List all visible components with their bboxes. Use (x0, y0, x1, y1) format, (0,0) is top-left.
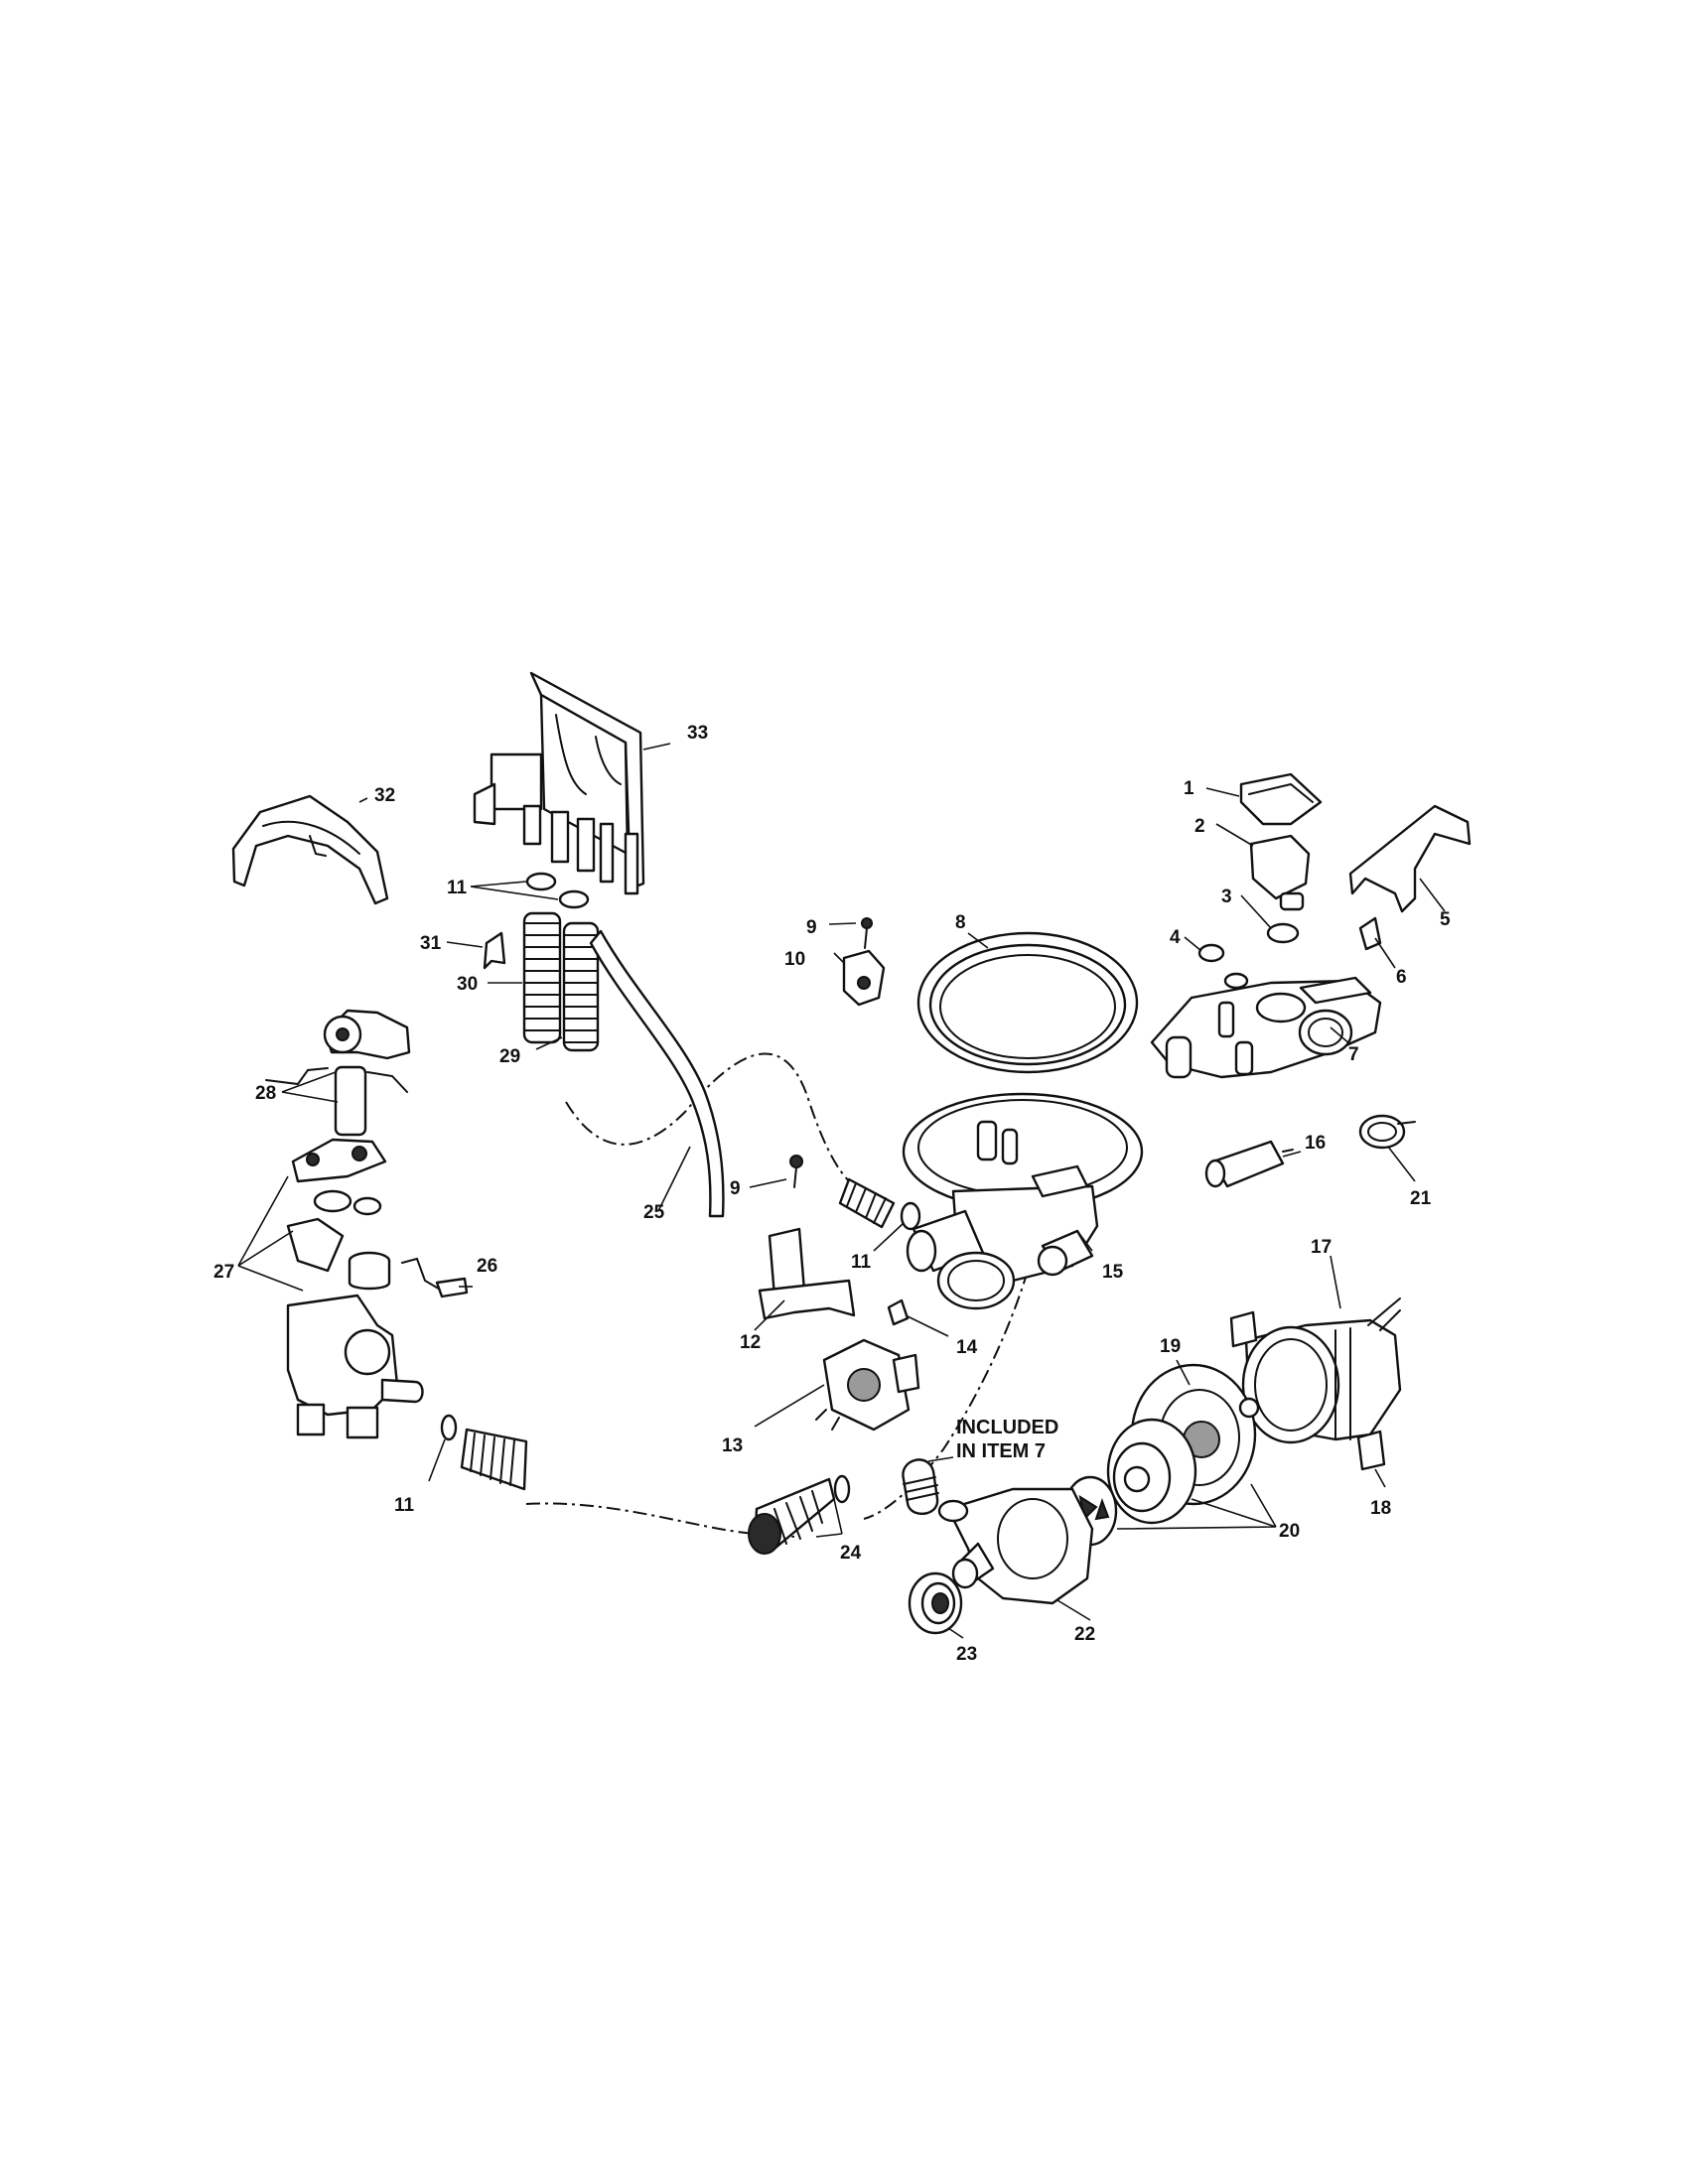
part-22-pump-volute (937, 1487, 1094, 1605)
label-part-20: 20 (1279, 1521, 1300, 1542)
label-part-7: 7 (1348, 1044, 1359, 1065)
part-30-bellows-left (522, 911, 562, 1044)
part-31-bracket (483, 931, 506, 970)
part-18-clip (1356, 1430, 1386, 1471)
part-27-sump-assembly (286, 1138, 424, 1439)
part-16-sensor (1204, 1140, 1294, 1188)
note-included-line2: IN ITEM 7 (956, 1440, 1046, 1462)
hose-path-lower (525, 1502, 795, 1538)
label-part-29: 29 (499, 1046, 520, 1067)
label-part-26: 26 (477, 1256, 497, 1277)
label-part-30: 30 (457, 974, 478, 995)
part-25-hose (589, 929, 725, 1218)
part-24-hose-connector-right (748, 1474, 851, 1555)
part-2-connector (1249, 834, 1311, 911)
part-11-seal-middle (900, 1201, 921, 1231)
hose-path-upper (565, 1052, 875, 1197)
part-bellows-middle (838, 1177, 896, 1229)
label-part-11-bottom: 11 (394, 1495, 415, 1516)
label-part-10: 10 (784, 949, 805, 970)
part-26-clip (401, 1257, 469, 1298)
leader-lines (237, 743, 1446, 1639)
label-part-18: 18 (1370, 1498, 1391, 1519)
part-8-seal-ring (916, 931, 1139, 1074)
part-4-o-ring (1197, 943, 1249, 990)
part-21-hose-clamp (1358, 1114, 1416, 1150)
label-part-17: 17 (1311, 1237, 1332, 1258)
part-10-bracket (842, 949, 886, 1007)
part-24-hose-connector-left (460, 1428, 528, 1491)
part-9-screw-top (861, 917, 873, 949)
label-part-11-middle: 11 (851, 1252, 872, 1273)
label-part-23: 23 (956, 1644, 977, 1665)
label-part-32: 32 (374, 785, 395, 806)
label-part-21: 21 (1410, 1188, 1432, 1209)
part-23-bellows-seal (908, 1571, 963, 1635)
part-28-float-switch (265, 1009, 411, 1137)
label-part-5: 5 (1440, 909, 1451, 930)
part-29-bellows-right (562, 921, 600, 1052)
part-9-screw-middle (789, 1155, 803, 1188)
label-part-33: 33 (687, 723, 708, 744)
part-13-drain-pump (815, 1338, 920, 1432)
part-clamp-ring (936, 1251, 1016, 1310)
part-1-cap (1239, 772, 1323, 826)
label-part-16: 16 (1305, 1133, 1326, 1154)
label-part-1: 1 (1184, 778, 1194, 799)
label-part-3: 3 (1221, 887, 1232, 907)
label-part-15: 15 (1102, 1262, 1124, 1283)
note-included-line1: INCLUDED (956, 1417, 1058, 1438)
part-33-vent-assembly (473, 671, 645, 895)
label-part-13: 13 (722, 1435, 743, 1456)
part-17-motor (1229, 1297, 1402, 1444)
label-part-28: 28 (255, 1083, 276, 1104)
part-14-clip (887, 1298, 910, 1326)
label-part-9-middle: 9 (730, 1178, 741, 1199)
part-15-sump (902, 1092, 1144, 1283)
hose-path-drain (863, 1270, 1029, 1520)
label-part-24: 24 (840, 1543, 862, 1564)
label-part-9-top: 9 (806, 917, 817, 938)
part-32-cover (231, 794, 389, 905)
label-part-6: 6 (1396, 967, 1407, 988)
label-part-11-top: 11 (447, 878, 468, 898)
label-part-4: 4 (1170, 927, 1181, 948)
part-7-manifold (1150, 976, 1382, 1079)
label-part-19: 19 (1160, 1336, 1181, 1357)
label-part-22: 22 (1074, 1624, 1095, 1645)
label-part-2: 2 (1194, 816, 1205, 837)
label-part-27: 27 (213, 1262, 234, 1283)
part-6-clip (1358, 916, 1382, 951)
label-part-31: 31 (420, 933, 442, 954)
part-11-seal-bottom-left (440, 1414, 458, 1441)
label-part-14: 14 (956, 1337, 978, 1358)
part-20-impeller-set (1062, 1418, 1197, 1547)
part-12-filter-bracket (758, 1227, 856, 1320)
part-3-o-ring (1266, 922, 1300, 944)
label-part-12: 12 (740, 1332, 761, 1353)
part-5-cover (1348, 804, 1472, 913)
part-included-spring (902, 1458, 939, 1516)
part-11-seals-top (525, 872, 590, 909)
label-part-8: 8 (955, 912, 966, 933)
label-part-25: 25 (643, 1202, 665, 1223)
